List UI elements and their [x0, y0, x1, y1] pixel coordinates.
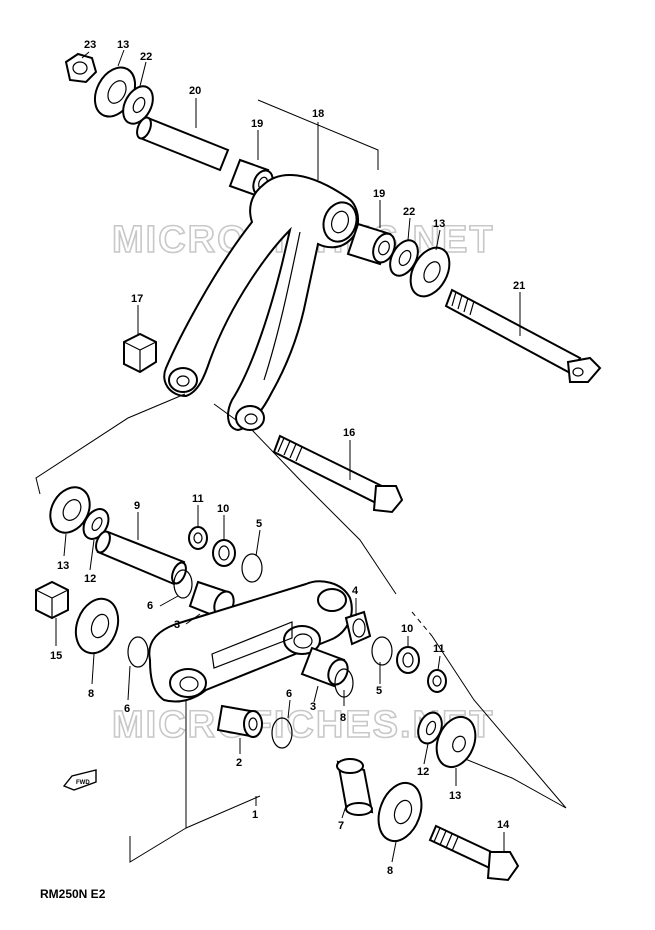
part-11-cap-right[interactable]	[427, 669, 447, 693]
part-3-bearing-right[interactable]	[300, 646, 351, 688]
part-8-dust-seal-bottom[interactable]	[371, 777, 429, 847]
part-5-snap-ring-left[interactable]	[241, 553, 263, 583]
leader-lines	[55, 49, 521, 863]
model-code: RM250N E2	[40, 887, 106, 901]
callout-6-c: 6	[124, 703, 130, 715]
callout-12-right: 12	[417, 766, 429, 778]
part-6-snap-ring-c[interactable]	[127, 636, 149, 668]
part-6-snap-ring-d[interactable]	[271, 717, 293, 749]
callout-11-left: 11	[192, 493, 204, 505]
callout-6-d: 6	[286, 688, 292, 700]
callout-12-left: 12	[84, 573, 96, 585]
part-23-nut[interactable]	[64, 52, 98, 84]
callout-9: 9	[134, 500, 140, 512]
part-8-dust-seal-left[interactable]	[69, 593, 126, 659]
part-18-cushion-lever[interactable]	[163, 174, 362, 432]
part-17-nut[interactable]	[123, 332, 157, 374]
part-15-nut[interactable]	[35, 580, 69, 620]
callout-23: 23	[84, 39, 96, 51]
callout-13-left: 13	[57, 560, 69, 572]
callout-5-right: 5	[376, 685, 382, 697]
callout-22-right: 22	[403, 206, 415, 218]
callout-21: 21	[513, 280, 525, 292]
callout-17: 17	[131, 293, 143, 305]
callout-10-left: 10	[217, 503, 229, 515]
callout-16: 16	[343, 427, 355, 439]
part-22-washer-top[interactable]	[117, 81, 159, 129]
part-21-bolt[interactable]	[444, 288, 602, 383]
callout-10-right: 10	[401, 623, 413, 635]
callout-11-right: 11	[433, 643, 445, 655]
callout-2: 2	[236, 757, 242, 769]
part-16-bolt[interactable]	[272, 434, 404, 514]
callout-20: 20	[189, 85, 201, 97]
part-5-snap-ring-right[interactable]	[371, 636, 393, 666]
callout-5-left: 5	[256, 518, 262, 530]
part-11-cap-left[interactable]	[188, 526, 208, 550]
callout-3-right: 3	[310, 701, 316, 713]
callout-14: 14	[497, 819, 510, 831]
part-12-washer-left[interactable]	[78, 505, 113, 544]
part-7-spacer[interactable]	[336, 758, 374, 816]
front-direction-arrow-icon: FWD	[62, 769, 97, 791]
part-9-spacer[interactable]	[93, 530, 188, 586]
callout-19-right: 19	[373, 188, 385, 200]
callout-13-top: 13	[117, 39, 129, 51]
callout-7: 7	[338, 820, 344, 832]
callout-13-bottom: 13	[449, 790, 461, 802]
part-4-bushing[interactable]	[344, 610, 372, 646]
callout-3-left: 3	[174, 619, 180, 631]
callout-6-a: 6	[147, 600, 153, 612]
part-13-dust-seal-right[interactable]	[403, 241, 457, 303]
callout-15: 15	[50, 650, 62, 662]
callout-13-right: 13	[433, 218, 445, 230]
part-1-cushion-rod[interactable]	[148, 580, 353, 703]
callout-19-left: 19	[251, 118, 263, 130]
callout-22-top: 22	[140, 51, 152, 63]
callout-18: 18	[312, 108, 324, 120]
part-10-bearing-right[interactable]	[396, 646, 420, 674]
callout-8-bottom: 8	[387, 865, 393, 877]
part-13-dust-seal-bottom[interactable]	[430, 711, 483, 773]
part-6-snap-ring-a[interactable]	[173, 569, 193, 599]
callout-8-left: 8	[88, 688, 94, 700]
part-10-bearing-left[interactable]	[212, 539, 236, 567]
part-14-bolt[interactable]	[428, 824, 520, 882]
callout-4: 4	[352, 585, 359, 597]
front-arrow-label: FWD	[76, 780, 90, 786]
part-20-spacer[interactable]	[134, 116, 230, 172]
part-2-bearing[interactable]	[216, 704, 263, 738]
callout-8-middle: 8	[340, 712, 346, 724]
callout-1: 1	[252, 809, 258, 821]
callout-numbers: 23 13 22 20 19 18 19 22 13 21 17 16 9 11…	[50, 39, 525, 877]
